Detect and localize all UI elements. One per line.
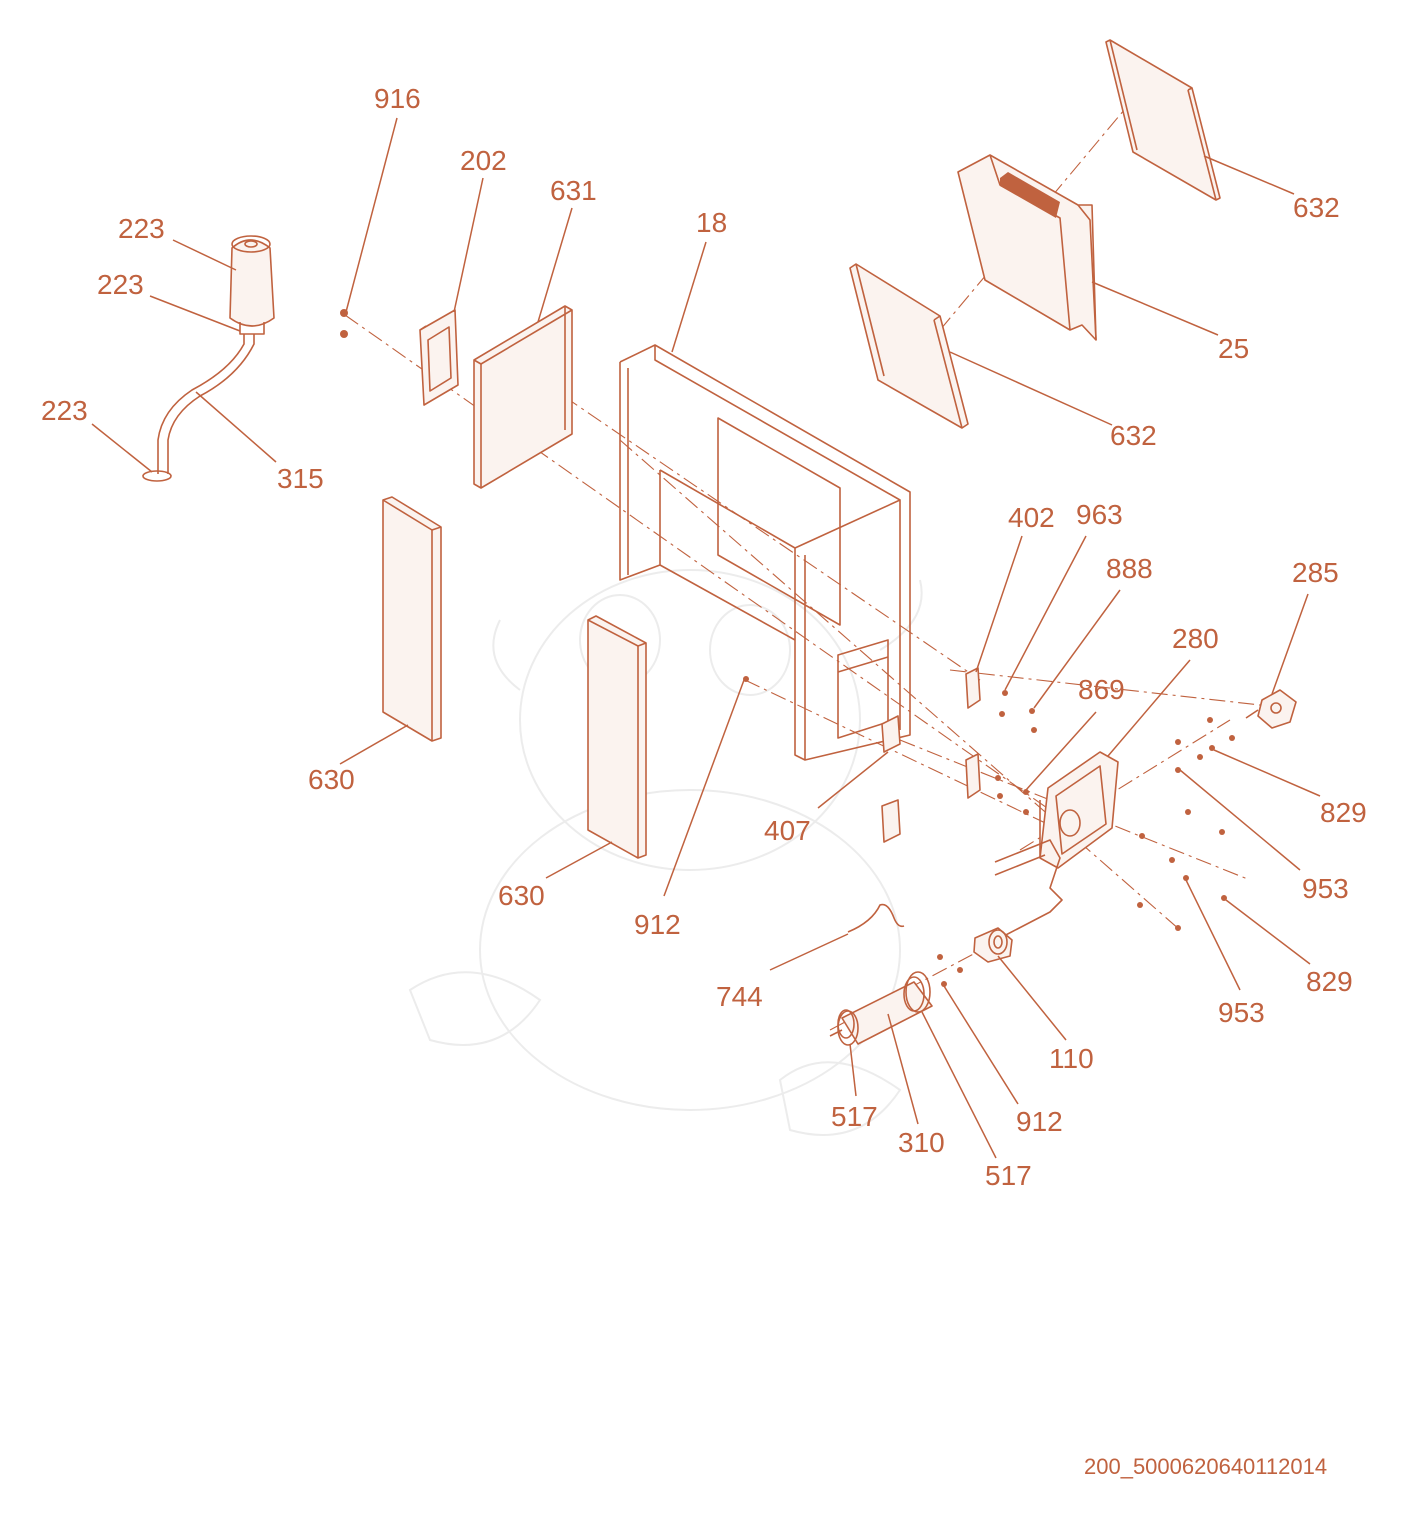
callout-517-right: 517 bbox=[985, 1160, 1032, 1191]
watermark-dragon bbox=[408, 569, 923, 1136]
panel-632-lower bbox=[849, 263, 969, 429]
leader-lines bbox=[91, 117, 1321, 1159]
panel-630-lower bbox=[587, 615, 647, 859]
callout-953-upper: 953 bbox=[1302, 873, 1349, 904]
panel-632-upper bbox=[1105, 39, 1221, 201]
callout-18: 18 bbox=[696, 207, 727, 238]
callout-110: 110 bbox=[1049, 1043, 1094, 1074]
callout-632-upper: 632 bbox=[1293, 192, 1340, 223]
callout-407: 407 bbox=[764, 815, 811, 846]
callout-517-left: 517 bbox=[831, 1101, 878, 1132]
callout-631: 631 bbox=[550, 175, 597, 206]
callout-labels: 916 202 631 18 223 223 223 315 632 25 63… bbox=[41, 83, 1367, 1191]
flange-280 bbox=[1039, 751, 1119, 869]
callout-223-bottom: 223 bbox=[41, 395, 88, 426]
brackets bbox=[881, 667, 981, 843]
callout-310: 310 bbox=[898, 1127, 945, 1158]
panel-631 bbox=[473, 305, 573, 489]
callout-963: 963 bbox=[1076, 499, 1123, 530]
callout-402: 402 bbox=[1008, 502, 1055, 533]
callout-953-lower: 953 bbox=[1218, 997, 1265, 1028]
gasket-frame bbox=[419, 309, 459, 406]
connection-loop bbox=[994, 839, 1063, 939]
housing-frame bbox=[619, 344, 911, 761]
hardware-points bbox=[340, 309, 1235, 987]
callout-630-lower: 630 bbox=[498, 880, 545, 911]
callout-829-lower: 829 bbox=[1306, 966, 1353, 997]
callout-223-top: 223 bbox=[118, 213, 165, 244]
callout-829-upper: 829 bbox=[1320, 797, 1367, 828]
wire-744 bbox=[847, 903, 905, 933]
callout-632-lower: 632 bbox=[1110, 420, 1157, 451]
adapter-110 bbox=[973, 927, 1013, 963]
callout-888: 888 bbox=[1106, 553, 1153, 584]
pipe-assembly bbox=[142, 235, 275, 482]
panel-630-upper bbox=[382, 496, 442, 742]
tube-310 bbox=[829, 971, 933, 1046]
callout-315: 315 bbox=[277, 463, 324, 494]
drawing-id: 200_5000620640112014 bbox=[1084, 1454, 1327, 1479]
callout-223-middle: 223 bbox=[97, 269, 144, 300]
fitting-285 bbox=[1245, 689, 1297, 729]
callout-280: 280 bbox=[1172, 623, 1219, 654]
callout-285: 285 bbox=[1292, 557, 1339, 588]
callout-25: 25 bbox=[1218, 333, 1249, 364]
callout-630-upper: 630 bbox=[308, 764, 355, 795]
hood-25 bbox=[957, 154, 1097, 341]
callout-912-lower: 912 bbox=[1016, 1106, 1063, 1137]
callout-869: 869 bbox=[1078, 674, 1125, 705]
callout-744: 744 bbox=[716, 981, 763, 1012]
callout-916: 916 bbox=[374, 83, 421, 114]
callout-202: 202 bbox=[460, 145, 507, 176]
callout-912-upper: 912 bbox=[634, 909, 681, 940]
